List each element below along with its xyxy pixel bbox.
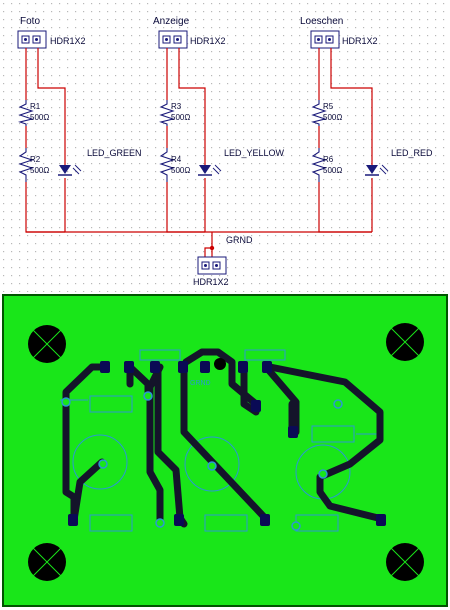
resistor-r2: R2 500Ω [18, 148, 49, 182]
resistor-r4: R4 500Ω [159, 148, 190, 182]
led-symbol [58, 164, 82, 176]
header-connector [310, 30, 340, 49]
resistor-r3: R3 500Ω [159, 100, 190, 126]
ground-net-label: GRND [226, 235, 253, 245]
header-label: HDR1X2 [190, 36, 226, 46]
resistor-value: 500Ω [30, 113, 49, 122]
led-label: LED_YELLOW [224, 148, 285, 158]
pcb-layout: GRND [0, 292, 450, 610]
resistor-r5: R5 500Ω [311, 100, 342, 126]
mounting-hole [28, 325, 66, 363]
ground-bus [26, 231, 372, 258]
resistor-value: 500Ω [30, 166, 49, 175]
resistor-ref: R4 [171, 155, 182, 164]
led-symbol [365, 164, 389, 176]
schematic-grid [0, 0, 450, 292]
resistor-r6: R6 500Ω [311, 148, 342, 182]
channel-label: Anzeige [153, 16, 190, 27]
resistor-value: 500Ω [171, 113, 190, 122]
silkscreen [60, 349, 380, 532]
led-label: LED_RED [391, 148, 433, 158]
header-label: HDR1X2 [50, 36, 86, 46]
resistor-ref: R5 [323, 102, 334, 111]
resistor-ref: R3 [171, 102, 182, 111]
header-label: HDR1X2 [342, 36, 378, 46]
ground-header-label: HDR1X2 [193, 277, 229, 287]
resistor-ref: R6 [323, 155, 334, 164]
channel-label: Loeschen [300, 16, 343, 27]
led-symbol [198, 164, 222, 176]
resistor-ref: R1 [30, 102, 41, 111]
resistor-r1: R1 500Ω [18, 100, 49, 126]
resistor-value: 500Ω [171, 166, 190, 175]
mounting-hole [386, 543, 424, 581]
resistor-ref: R2 [30, 155, 41, 164]
header-connector [17, 30, 47, 49]
mounting-hole [386, 323, 424, 361]
junction-dot [209, 245, 215, 251]
ground-pad [214, 358, 226, 370]
component-pads [68, 361, 386, 526]
schematic-diagram: Foto HDR1X2 R1 500Ω R2 500Ω [0, 0, 450, 292]
channel-foto: Foto HDR1X2 R1 500Ω R2 500Ω [17, 16, 142, 233]
via-rings [61, 391, 343, 531]
silk-ground-label: GRND [190, 380, 211, 387]
mounting-hole [28, 543, 66, 581]
header-connector [158, 30, 188, 49]
resistor-value: 500Ω [323, 166, 342, 175]
resistor-value: 500Ω [323, 113, 342, 122]
led-label: LED_GREEN [87, 148, 142, 158]
channel-label: Foto [20, 16, 40, 27]
ground-header-connector [197, 256, 227, 275]
pcb-board [2, 294, 448, 607]
